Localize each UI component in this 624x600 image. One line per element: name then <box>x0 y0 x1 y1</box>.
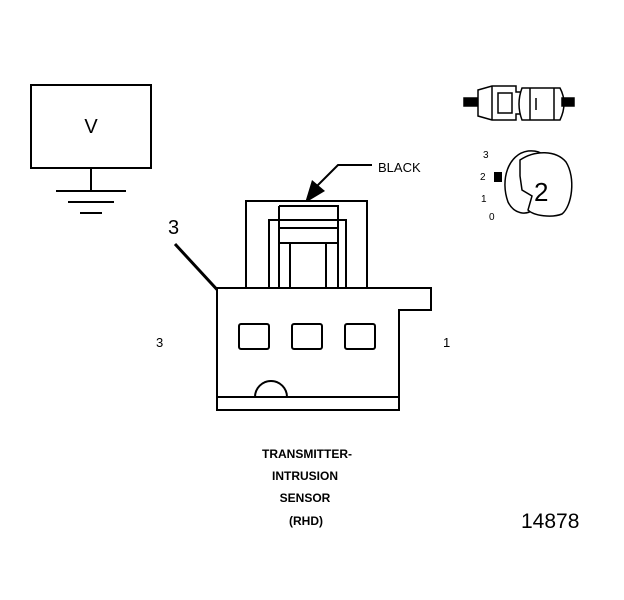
caption-line-4: (RHD) <box>289 514 323 528</box>
dial-mark-2: 2 <box>480 172 486 183</box>
right-pin-label: 1 <box>443 335 450 350</box>
black-wire-arrow <box>305 164 372 203</box>
component-caption: TRANSMITTER- INTRUSION SENSOR (RHD) <box>262 447 352 528</box>
terminal-cavity-3 <box>238 323 270 350</box>
selector-dial-icon <box>494 150 573 217</box>
dial-position-number: 2 <box>534 177 548 207</box>
dial-mark-1: 1 <box>481 194 487 205</box>
inline-connector-icon <box>463 85 575 121</box>
terminal-cavity-1 <box>344 323 376 350</box>
voltmeter-label: V <box>84 116 98 138</box>
caption-line-1: TRANSMITTER- <box>262 447 352 461</box>
dial-mark-0: 0 <box>489 212 495 223</box>
voltmeter: V <box>30 84 152 169</box>
connector-body <box>216 200 432 411</box>
caption-line-2: INTRUSION <box>272 469 338 483</box>
terminal-cavity-2 <box>291 323 323 350</box>
ground-symbol <box>56 168 126 214</box>
pin-callout-number: 3 <box>168 217 179 239</box>
left-pin-label: 3 <box>156 335 163 350</box>
caption-line-3: SENSOR <box>280 491 331 505</box>
figure-number: 14878 <box>521 510 579 533</box>
wire-color-label: BLACK <box>378 160 421 175</box>
dial-mark-3: 3 <box>483 150 489 161</box>
